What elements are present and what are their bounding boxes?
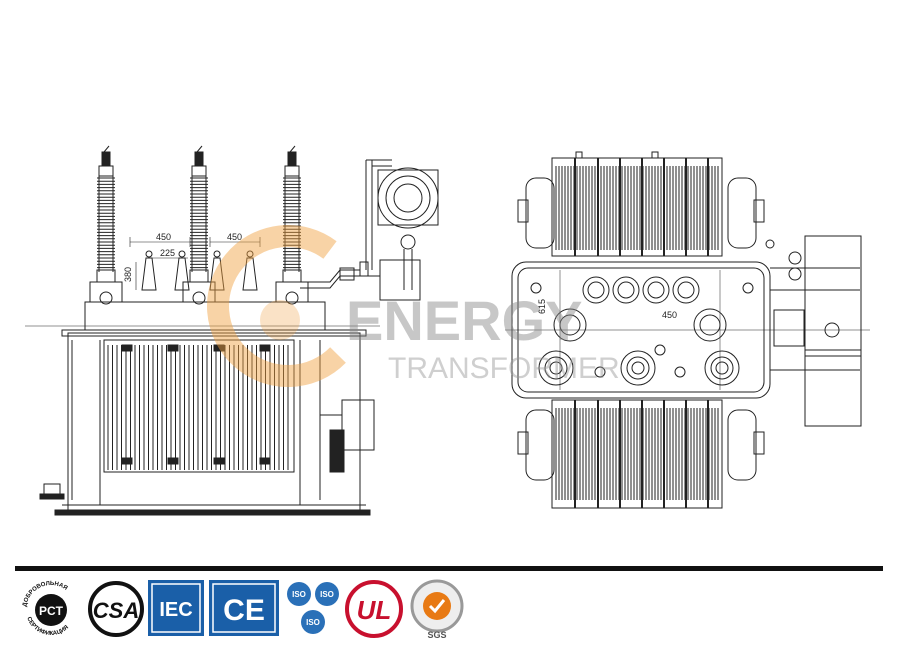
dim-bushing-spacing-left: 450 <box>156 232 171 242</box>
svg-text:CSA: CSA <box>93 598 139 623</box>
radiator-fins <box>103 339 295 473</box>
gost-r-logo: PCT ДОБРОВОЛЬНАЯ СЕРТИФИКАЦИЯ <box>22 581 70 637</box>
dim-top-view-right: 450 <box>662 310 677 320</box>
dim-top-view-upper: 615 <box>537 299 547 314</box>
lv-bushings <box>141 250 258 291</box>
svg-text:CE: CE <box>223 594 265 627</box>
bushing-turrets <box>84 281 326 331</box>
hv-bushings <box>96 145 302 283</box>
conservator-top-view <box>765 235 862 427</box>
svg-text:SGS: SGS <box>427 630 446 640</box>
csa-logo: CSA <box>88 581 144 637</box>
watermark-word-main: ENERGY <box>346 289 583 352</box>
control-cabinet <box>319 340 375 500</box>
svg-text:UL: UL <box>357 595 392 625</box>
bushings-top-view <box>530 276 754 386</box>
radiator-bank-lower <box>555 400 719 508</box>
ce-logo: CE <box>209 580 279 636</box>
fin-clamps <box>121 344 271 465</box>
sgs-logo: SGS <box>410 579 464 640</box>
svg-text:PCT: PCT <box>39 604 64 618</box>
dimension-lines <box>129 237 261 290</box>
svg-text:IEC: IEC <box>159 599 192 621</box>
dim-bushing-spacing-right: 450 <box>227 232 242 242</box>
transformer-drawing: 450 450 225 380 <box>25 145 870 516</box>
conservator <box>300 159 439 301</box>
footer-divider <box>15 566 883 571</box>
watermark-word-sub: TRANSFORMER <box>388 352 620 385</box>
radiator-bank-upper <box>555 151 719 256</box>
dim-bushing-offset: 225 <box>160 248 175 258</box>
front-view <box>25 145 439 516</box>
drain-valve <box>39 340 73 500</box>
iso-logo: ISO ISO ISO <box>287 582 339 634</box>
top-view <box>505 151 870 509</box>
iec-logo: IEC <box>148 580 204 636</box>
svg-text:ISO: ISO <box>306 618 320 627</box>
svg-text:ISO: ISO <box>292 590 306 599</box>
dim-bushing-height: 380 <box>123 267 133 282</box>
cooling-fans <box>517 177 765 481</box>
ul-logo: UL <box>345 580 403 638</box>
watermark: ENERGY TRANSFORMER <box>207 225 620 387</box>
svg-text:ISO: ISO <box>320 590 334 599</box>
